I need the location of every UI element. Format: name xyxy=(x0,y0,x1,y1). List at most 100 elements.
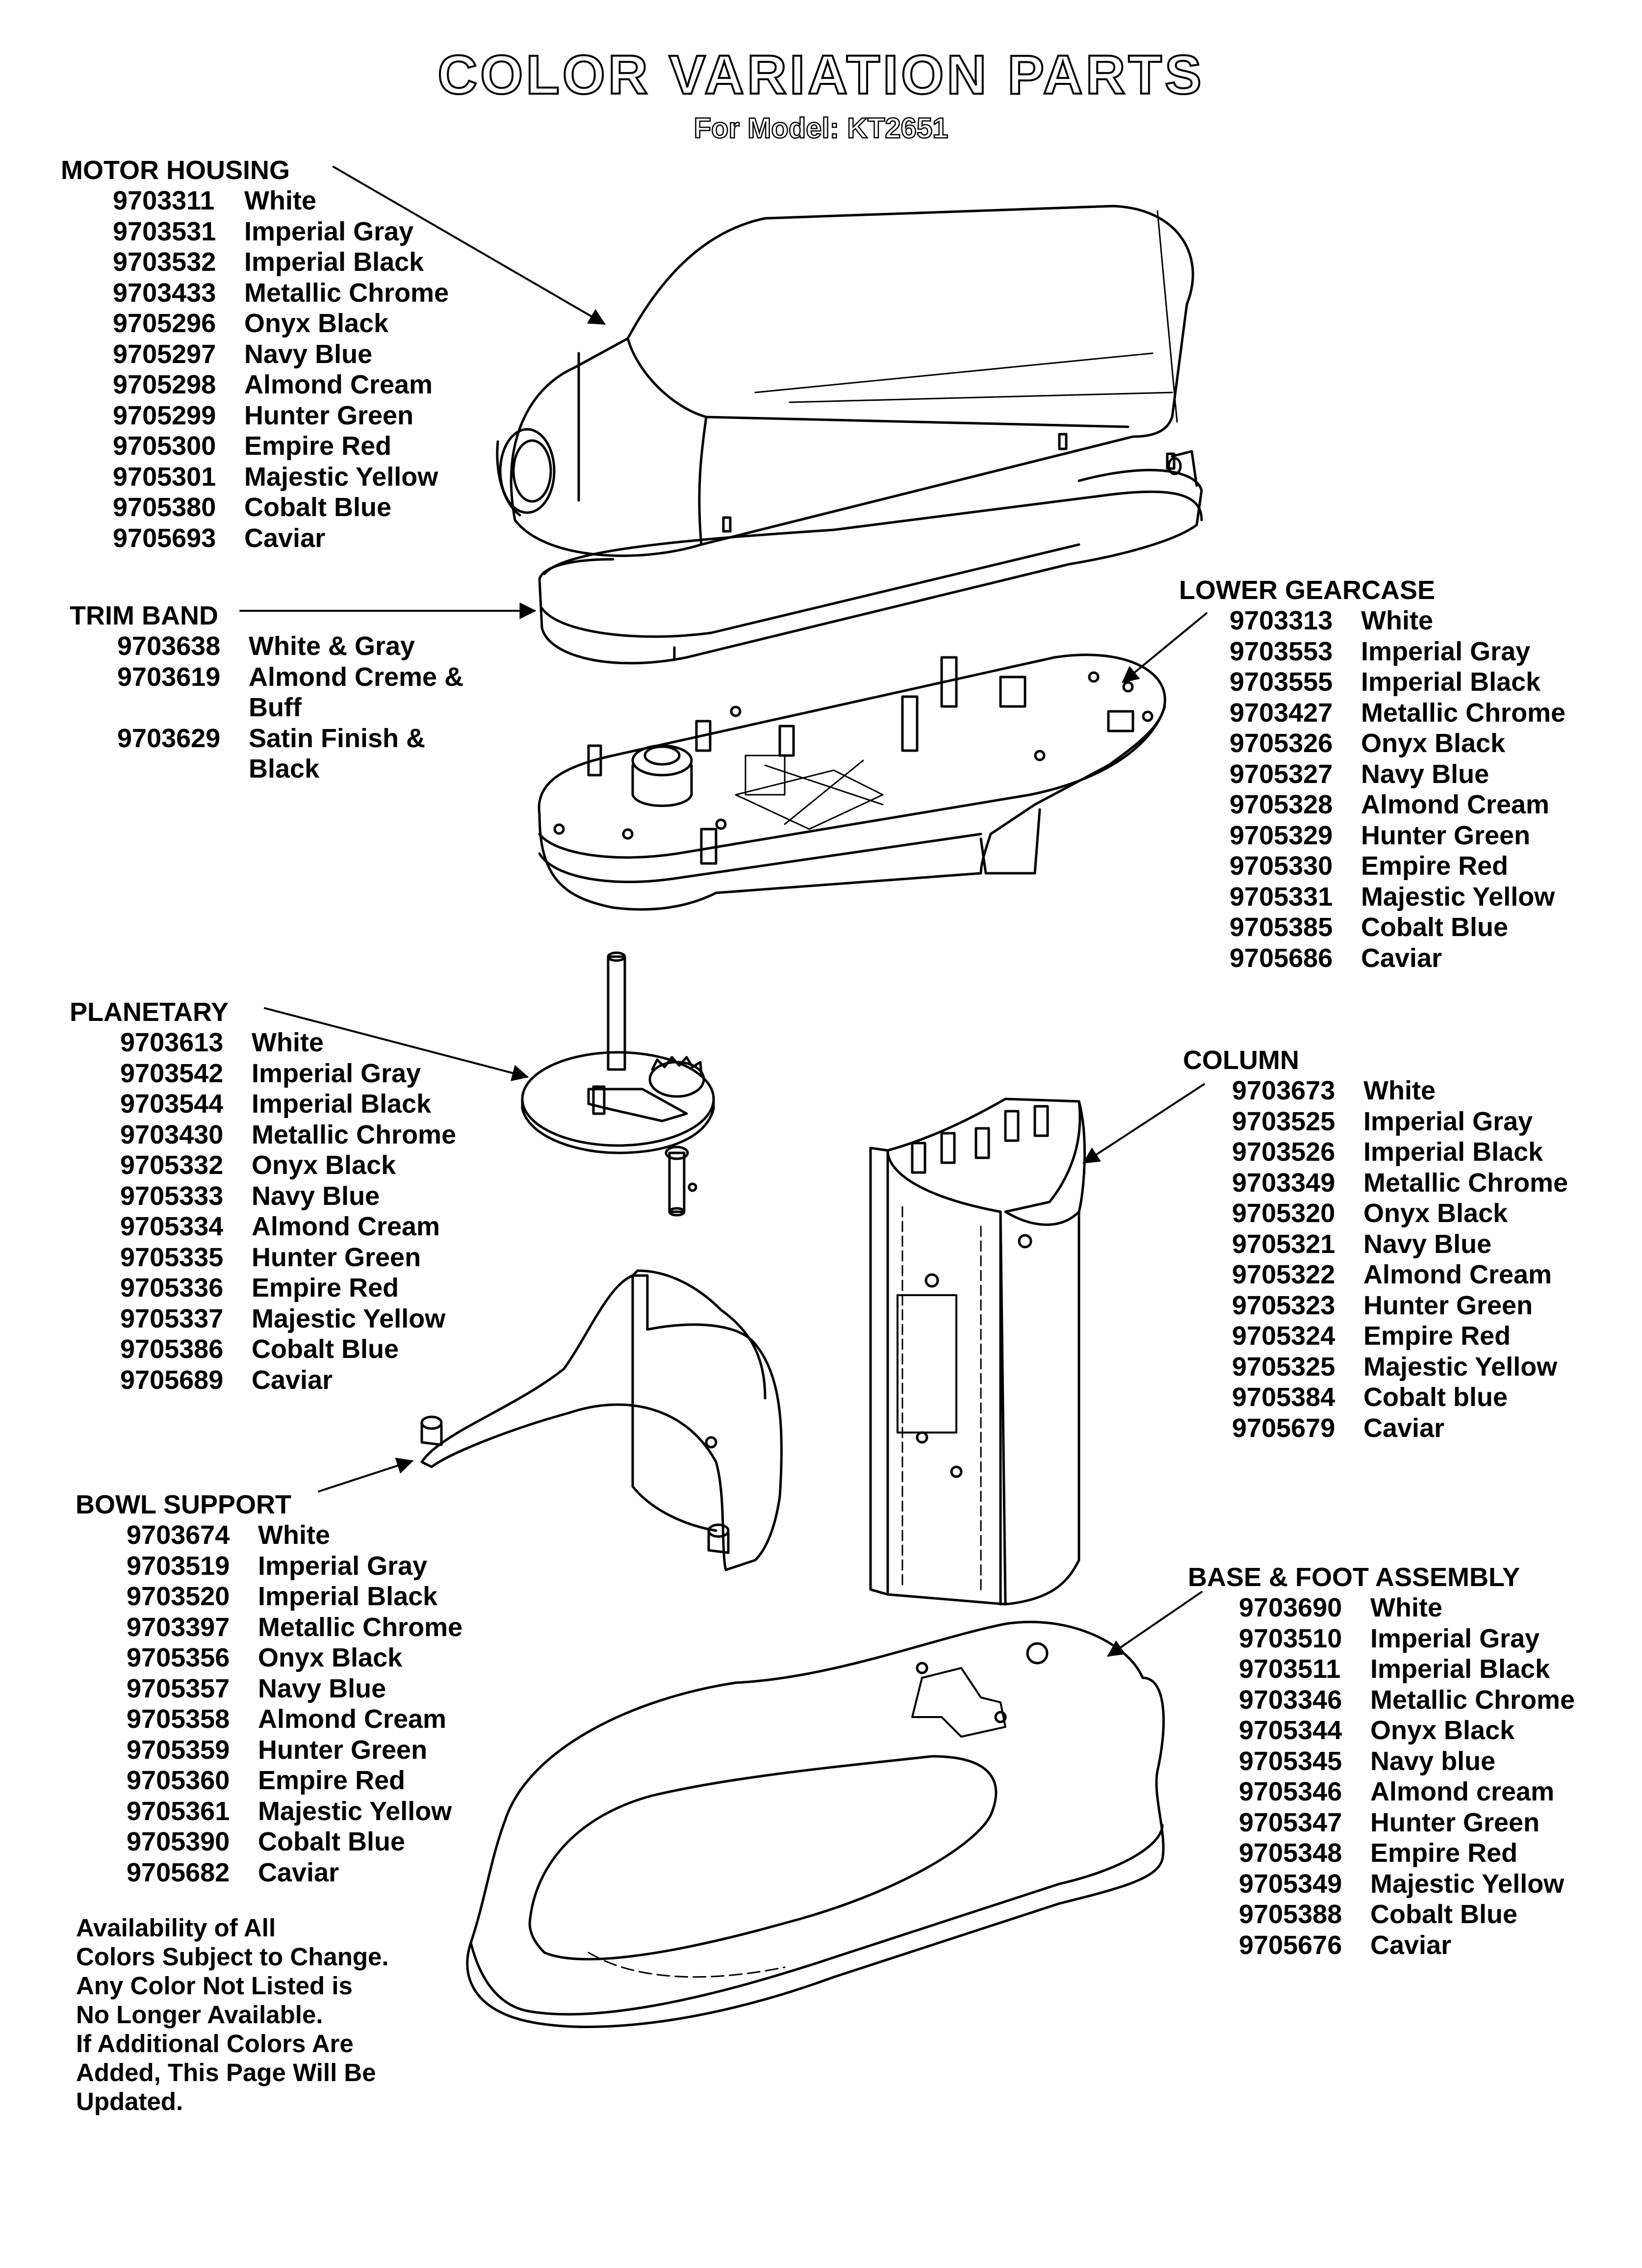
part-color: Hunter Green xyxy=(1363,1290,1533,1320)
part-color: Majestic Yellow xyxy=(1361,882,1555,912)
part-number: 9705349 xyxy=(1239,1869,1342,1899)
part-number: 9703430 xyxy=(120,1120,224,1149)
part-color: Metallic Chrome xyxy=(1370,1685,1575,1715)
part-number: 9705334 xyxy=(120,1212,224,1241)
part-color: Empire Red xyxy=(1363,1321,1511,1351)
part-color: Majestic Yellow xyxy=(1370,1869,1565,1899)
part-color: Hunter Green xyxy=(244,400,414,430)
part-number: 9705322 xyxy=(1232,1260,1335,1289)
part-number: 9703526 xyxy=(1232,1137,1335,1167)
part-color: Onyx Black xyxy=(1363,1199,1508,1228)
part-number: 9705384 xyxy=(1232,1382,1335,1412)
trim-band-drawing xyxy=(539,451,1202,663)
part-number: 9705323 xyxy=(1232,1290,1335,1320)
part-color: Navy Blue xyxy=(1363,1229,1492,1259)
part-color: Navy Blue xyxy=(1361,759,1489,789)
page-title: COLOR VARIATION PARTS xyxy=(436,43,1205,106)
part-row: 9705349 Majestic Yellow xyxy=(1239,1869,1575,1900)
part-number: 9705328 xyxy=(1230,790,1333,819)
part-color: Caviar xyxy=(258,1857,339,1887)
part-color: Imperial Gray xyxy=(258,1551,428,1581)
base-foot-heading: BASE & FOOT ASSEMBLY xyxy=(1188,1563,1520,1592)
part-color: Imperial Gray xyxy=(244,216,414,246)
part-color: Hunter Green xyxy=(1361,820,1531,850)
column-drawing xyxy=(871,1099,1085,1604)
part-number: 9705693 xyxy=(113,523,216,553)
lower-gearcase-arrow xyxy=(1122,613,1206,683)
part-color: Metallic Chrome xyxy=(1363,1168,1568,1198)
part-number: 9703555 xyxy=(1230,667,1333,697)
part-number: 9705327 xyxy=(1230,759,1333,789)
part-number: 9705324 xyxy=(1232,1321,1335,1351)
bowl-support-arrow xyxy=(319,1458,414,1491)
part-color: Empire Red xyxy=(252,1273,399,1303)
part-number: 9703553 xyxy=(1230,636,1333,666)
part-number: 9703542 xyxy=(120,1058,224,1088)
part-number: 9705296 xyxy=(113,309,216,338)
part-number: 9705329 xyxy=(1230,820,1333,850)
part-number: 9705385 xyxy=(1230,912,1333,942)
part-color: White xyxy=(258,1520,330,1550)
part-color: Onyx Black xyxy=(1370,1716,1515,1745)
part-number: 9703427 xyxy=(1230,698,1333,728)
part-number: 9703544 xyxy=(120,1089,224,1119)
part-number: 9705356 xyxy=(127,1643,230,1672)
part-number: 9705346 xyxy=(1239,1777,1342,1806)
trim-band-heading: TRIM BAND xyxy=(70,601,218,630)
part-color: Metallic Chrome xyxy=(258,1612,463,1642)
part-number: 9705359 xyxy=(127,1735,230,1765)
part-color: Almond Cream xyxy=(1363,1260,1552,1289)
part-row: 9705299 Hunter Green xyxy=(113,400,449,431)
part-number: 9705300 xyxy=(113,431,216,461)
part-color: Imperial Black xyxy=(258,1582,438,1611)
part-number: 9705390 xyxy=(127,1827,230,1856)
column-heading: COLUMN xyxy=(1183,1045,1299,1075)
part-row: 9705327 Navy Blue xyxy=(1230,759,1565,790)
part-color: White & Gray xyxy=(249,631,415,661)
part-color: Imperial Gray xyxy=(1363,1106,1533,1136)
planetary-heading: PLANETARY xyxy=(70,997,229,1027)
part-color: Imperial Black xyxy=(1361,667,1541,697)
part-color: Onyx Black xyxy=(1361,729,1506,758)
part-number: 9703433 xyxy=(113,278,216,308)
part-color: Almond Cream xyxy=(252,1212,440,1241)
part-number: 9705332 xyxy=(120,1150,224,1180)
planetary-arrow xyxy=(265,1008,529,1081)
motor-housing-heading: MOTOR HOUSING xyxy=(61,156,290,185)
part-color: Caviar xyxy=(1370,1930,1452,1960)
part-color: Majestic Yellow xyxy=(252,1303,446,1333)
part-number: 9705299 xyxy=(113,400,216,430)
part-color: Metallic Chrome xyxy=(252,1120,457,1149)
part-number: 9703532 xyxy=(113,247,216,277)
